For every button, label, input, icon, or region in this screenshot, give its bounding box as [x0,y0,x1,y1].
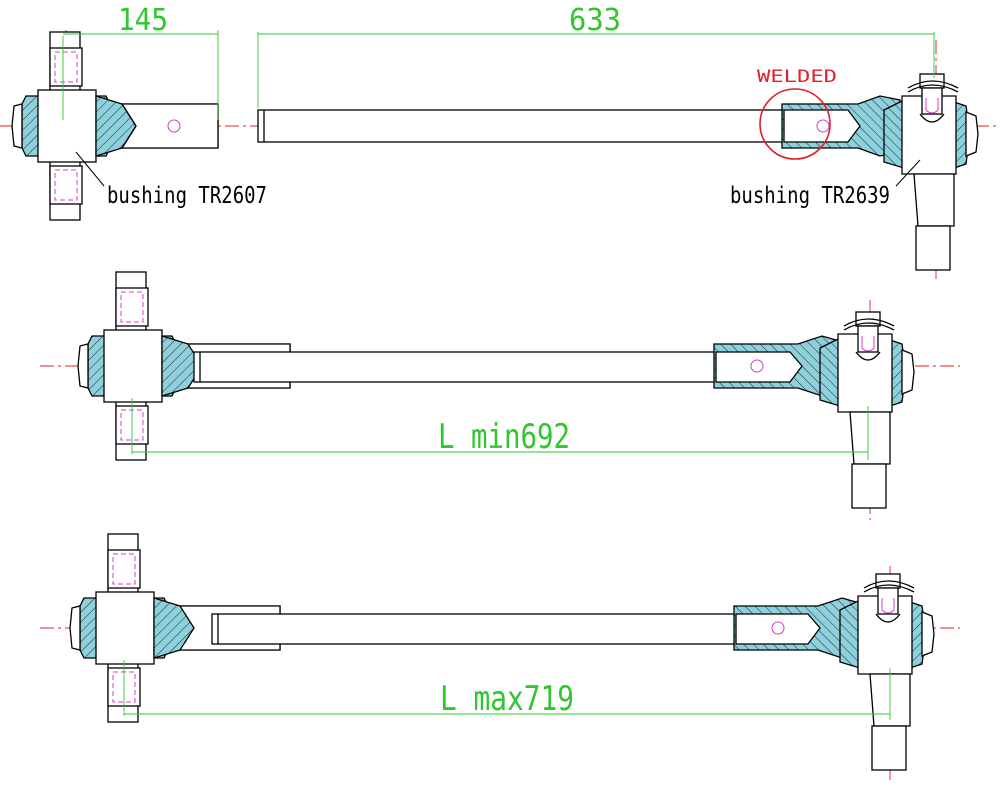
dim-145: 145 [118,3,168,38]
view-min-length: L min692 [40,271,960,520]
tube-2 [193,351,799,383]
right-ball-joint [883,73,979,271]
left-eye-bushing [11,31,111,221]
view-exploded: WELDED bushing TR2607 bushing TR2639 145… [0,3,1000,280]
right-ball-joint-3 [839,573,935,771]
bushing-left-label: bushing TR2607 [107,183,267,209]
dim-lmin: L min692 [438,417,570,457]
dim-633: 633 [569,3,621,38]
tube-1 [257,109,785,143]
left-eye-bushing-3 [69,533,169,723]
bushing-right-label: bushing TR2639 [730,183,890,209]
weld-circle [759,88,831,160]
view-max-length: L max719 [40,533,960,782]
dim-lmax: L max719 [440,679,574,719]
left-eye-bushing-2 [77,271,177,461]
right-ball-joint-2 [819,311,915,509]
welded-label: WELDED [757,67,837,87]
tube-3 [211,613,819,645]
